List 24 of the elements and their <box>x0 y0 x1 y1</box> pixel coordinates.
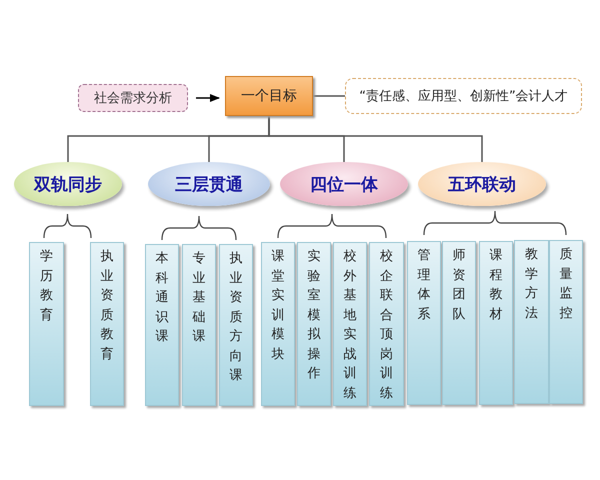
item-column: 专业基础课 <box>182 244 216 406</box>
item-column: 课程教材 <box>479 241 513 405</box>
category-ellipse: 五环联动 <box>418 162 546 206</box>
item-column: 课堂实训模块 <box>261 242 295 406</box>
item-column: 校企联合顶岗训练 <box>369 242 404 406</box>
connector <box>196 94 220 102</box>
item-column: 实验室模拟操作 <box>297 242 331 406</box>
category-ellipse: 双轨同步 <box>14 162 122 206</box>
goal-box: 一个目标 <box>225 76 313 116</box>
analysis-box: 社会需求分析 <box>78 84 188 112</box>
item-column: 师资团队 <box>442 241 476 405</box>
item-column: 学历教育 <box>29 242 64 406</box>
item-column: 教学方法 <box>514 240 549 404</box>
item-column: 执业资质教育 <box>90 242 124 406</box>
outcome-box: “责任感、应用型、创新性”会计人才 <box>345 78 582 114</box>
item-column: 本科通识课 <box>145 244 179 406</box>
item-column: 校外基地实战训练 <box>333 242 367 406</box>
category-ellipse: 四位一体 <box>280 162 408 206</box>
connector <box>268 116 483 162</box>
item-column: 管理体系 <box>407 241 441 405</box>
category-ellipse: 三层贯通 <box>148 162 270 206</box>
item-column: 质量监控 <box>549 240 583 404</box>
item-column: 执业资质方向课 <box>219 244 253 406</box>
connector <box>313 95 345 97</box>
